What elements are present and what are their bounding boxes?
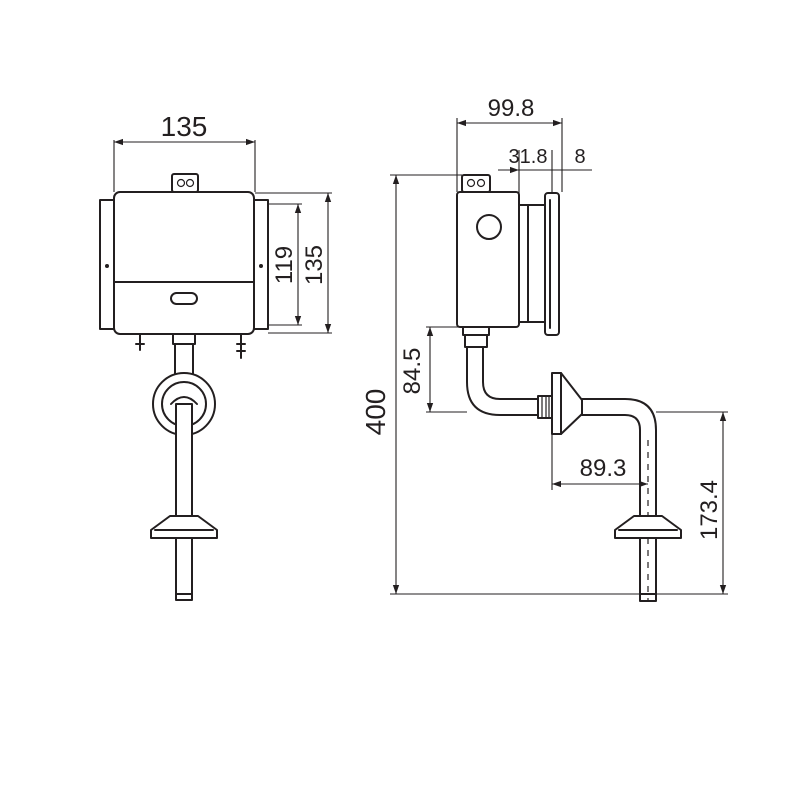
side-top-connector <box>461 174 491 193</box>
side-bell-escutcheon <box>551 372 583 435</box>
side-total-height-dimension: 400 <box>360 174 728 595</box>
side-total-height-label: 400 <box>360 389 391 436</box>
side-pipe-height-dimension: 173.4 <box>656 411 728 594</box>
front-outer-height-dimension: 135 <box>255 192 332 334</box>
side-bottom-bell <box>614 515 682 539</box>
front-inner-height-dimension: 119 <box>268 203 302 326</box>
front-top-connector <box>171 173 199 193</box>
side-offset-label: 89.3 <box>580 455 627 482</box>
sensor-window <box>170 292 198 305</box>
side-outlet-dimension: 84.5 <box>399 326 467 413</box>
side-flange-dimension: 31.8 8 <box>498 146 592 205</box>
side-elbow-pipe <box>466 346 541 416</box>
front-view: 135 119 135 <box>99 111 332 601</box>
front-outer-height-label: 135 <box>301 245 328 285</box>
front-outlet-neck <box>172 333 196 345</box>
side-offset-dimension: 89.3 <box>551 434 648 490</box>
side-housing <box>456 191 520 328</box>
side-flange-label: 31.8 <box>509 146 548 168</box>
front-pipe <box>175 403 193 517</box>
side-port-circle <box>476 214 502 240</box>
front-pipe-tail <box>175 537 193 601</box>
front-bottom-bell <box>150 515 218 539</box>
side-depth-dimension: 99.8 <box>456 95 563 192</box>
front-housing <box>113 191 255 335</box>
front-bottom-terminals <box>135 333 246 359</box>
front-width-dimension: 135 <box>113 111 256 192</box>
side-plate-label: 8 <box>574 146 585 168</box>
side-outlet-label: 84.5 <box>399 348 426 395</box>
side-flange <box>518 204 546 323</box>
front-width-label: 135 <box>161 111 208 142</box>
side-wall-plate <box>544 192 560 336</box>
side-view: 99.8 31.8 8 400 84.5 89.3 <box>360 95 728 602</box>
side-depth-label: 99.8 <box>488 95 535 122</box>
side-outlet-fitting <box>462 326 490 348</box>
side-pipe-height-label: 173.4 <box>696 480 723 540</box>
side-pipe-nut <box>537 395 553 419</box>
front-inner-height-label: 119 <box>271 246 298 284</box>
